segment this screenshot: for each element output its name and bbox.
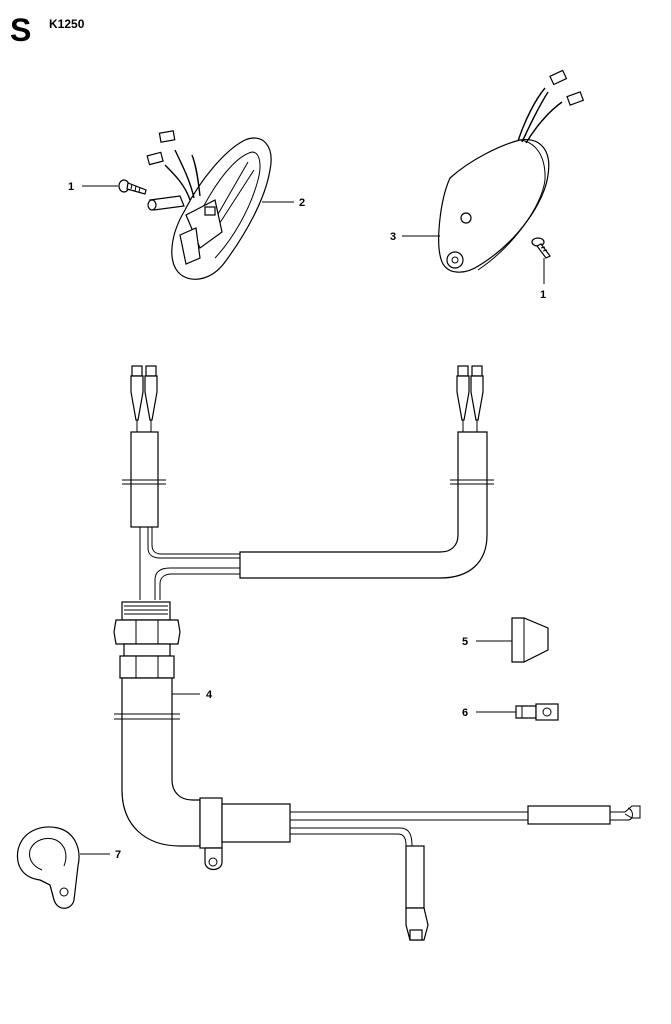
callout-3: 3 <box>390 231 396 243</box>
part-1-screw-left <box>118 179 147 195</box>
part-2-sensor-module <box>146 130 272 280</box>
sheet-letter: S <box>10 12 32 48</box>
callout-6: 6 <box>462 707 468 719</box>
callout-7: 7 <box>115 849 121 861</box>
part-1-screw-right <box>531 237 551 259</box>
part-5-plug <box>511 617 549 663</box>
callout-4: 4 <box>206 689 213 701</box>
callout-1-right: 1 <box>540 289 546 301</box>
callout-2: 2 <box>299 197 305 209</box>
callout-1: 1 <box>68 181 74 193</box>
callout-5: 5 <box>462 636 468 648</box>
part-7-p-clamp <box>16 826 80 909</box>
model-code: K1250 <box>49 17 85 31</box>
part-4-wiring-harness <box>113 365 641 941</box>
part-3-cover <box>438 69 585 273</box>
part-6-cable-lug <box>515 703 559 721</box>
